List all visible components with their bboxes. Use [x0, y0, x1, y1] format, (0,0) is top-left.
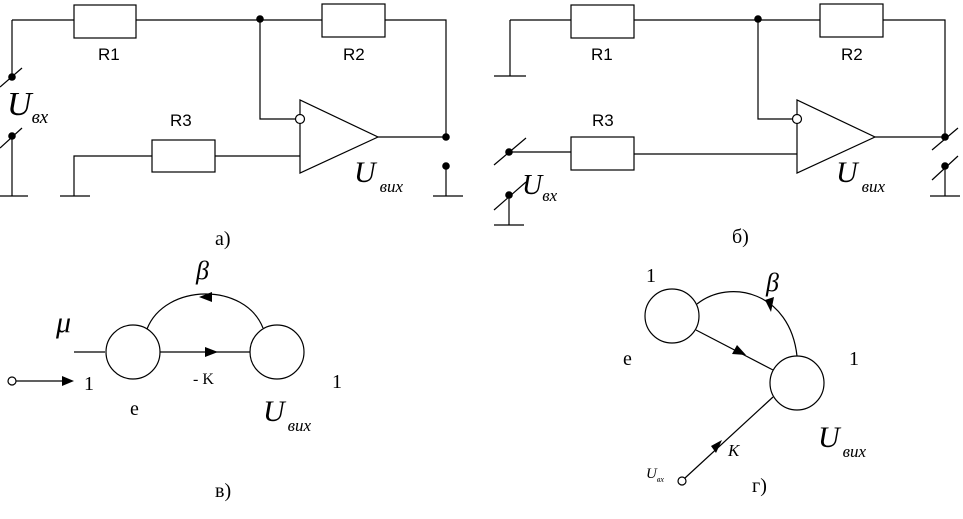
node-e-v	[105, 324, 161, 380]
resistor-r3-b	[570, 136, 635, 171]
caption-g: г)	[752, 475, 767, 497]
label-r3-b: R3	[592, 111, 614, 130]
op-amp-a	[299, 99, 380, 174]
input-slash-top-a	[0, 67, 23, 88]
output-slash-top-b	[931, 127, 959, 151]
output-node-a	[442, 133, 450, 141]
feedback-arrowhead-v	[199, 292, 212, 302]
input-slash-bottom-b	[493, 181, 527, 211]
weight-top-g: 1	[646, 265, 656, 287]
input-source-v	[7, 376, 17, 386]
feedback-arrowhead-g	[765, 297, 774, 312]
resistor-r2-a	[321, 3, 386, 38]
input-arrowhead-v	[62, 376, 74, 386]
input-arrowhead-g	[711, 440, 722, 453]
label-uin-a: Uвх	[7, 86, 49, 128]
wire-feedback-b	[757, 19, 793, 120]
label-e-v: е	[130, 398, 139, 420]
feedback-arc-v	[146, 293, 264, 330]
label-uin-b: Uвх	[522, 170, 558, 205]
feedback-arc-g	[696, 291, 798, 357]
resistor-r3-a	[151, 139, 216, 173]
node-e-g	[644, 288, 700, 344]
label-r1-b: R1	[591, 45, 613, 64]
inverting-input-marker-a	[294, 113, 306, 125]
caption-b: б)	[732, 226, 749, 248]
output-weight-v: 1	[332, 371, 342, 393]
label-r2-a: R2	[343, 45, 365, 64]
label-beta-g: β	[765, 268, 779, 297]
input-branch-g	[684, 396, 774, 479]
input-slash-bottom-a	[0, 127, 23, 149]
label-r1-a: R1	[98, 45, 120, 64]
input-weight-v: 1	[84, 373, 94, 395]
label-e-g: е	[623, 348, 632, 370]
label-gain-v: - K	[193, 371, 214, 388]
wire-input-ground-a	[0, 136, 28, 197]
node-uout-v	[249, 324, 305, 380]
resistor-r2-b	[819, 3, 884, 38]
inverting-input-marker-b	[791, 113, 803, 125]
node-uout-g	[769, 355, 825, 411]
forward-arrowhead-v	[205, 347, 218, 357]
label-beta-v: β	[195, 256, 209, 285]
wire-top-b	[510, 19, 946, 137]
label-mu-v: μ	[55, 306, 71, 339]
label-gain-g: K	[727, 441, 741, 460]
wire-r3-b	[509, 151, 797, 155]
forward-arrowhead-g	[732, 345, 746, 355]
wire-output-ground-b	[930, 166, 960, 197]
wire-r3-a	[73, 155, 300, 196]
caption-v: в)	[215, 480, 231, 502]
input-slash-top-b	[493, 137, 527, 166]
wire-left-b	[494, 20, 526, 77]
output-node-b	[941, 133, 949, 141]
label-r3-a: R3	[170, 111, 192, 130]
label-r2-b: R2	[841, 45, 863, 64]
wire-output-ground-a	[433, 166, 463, 197]
resistor-r1-a	[73, 4, 137, 39]
wire-feedback-a	[259, 19, 296, 120]
op-amp-b	[796, 99, 877, 174]
wire-top-a	[12, 19, 447, 137]
resistor-r1-b	[570, 4, 635, 39]
label-uin-g: Uвх	[646, 466, 664, 484]
weight-right-g: 1	[849, 348, 859, 370]
input-source-g	[677, 476, 687, 486]
wire-input-ground-b	[494, 195, 524, 226]
caption-a: а)	[215, 228, 231, 250]
